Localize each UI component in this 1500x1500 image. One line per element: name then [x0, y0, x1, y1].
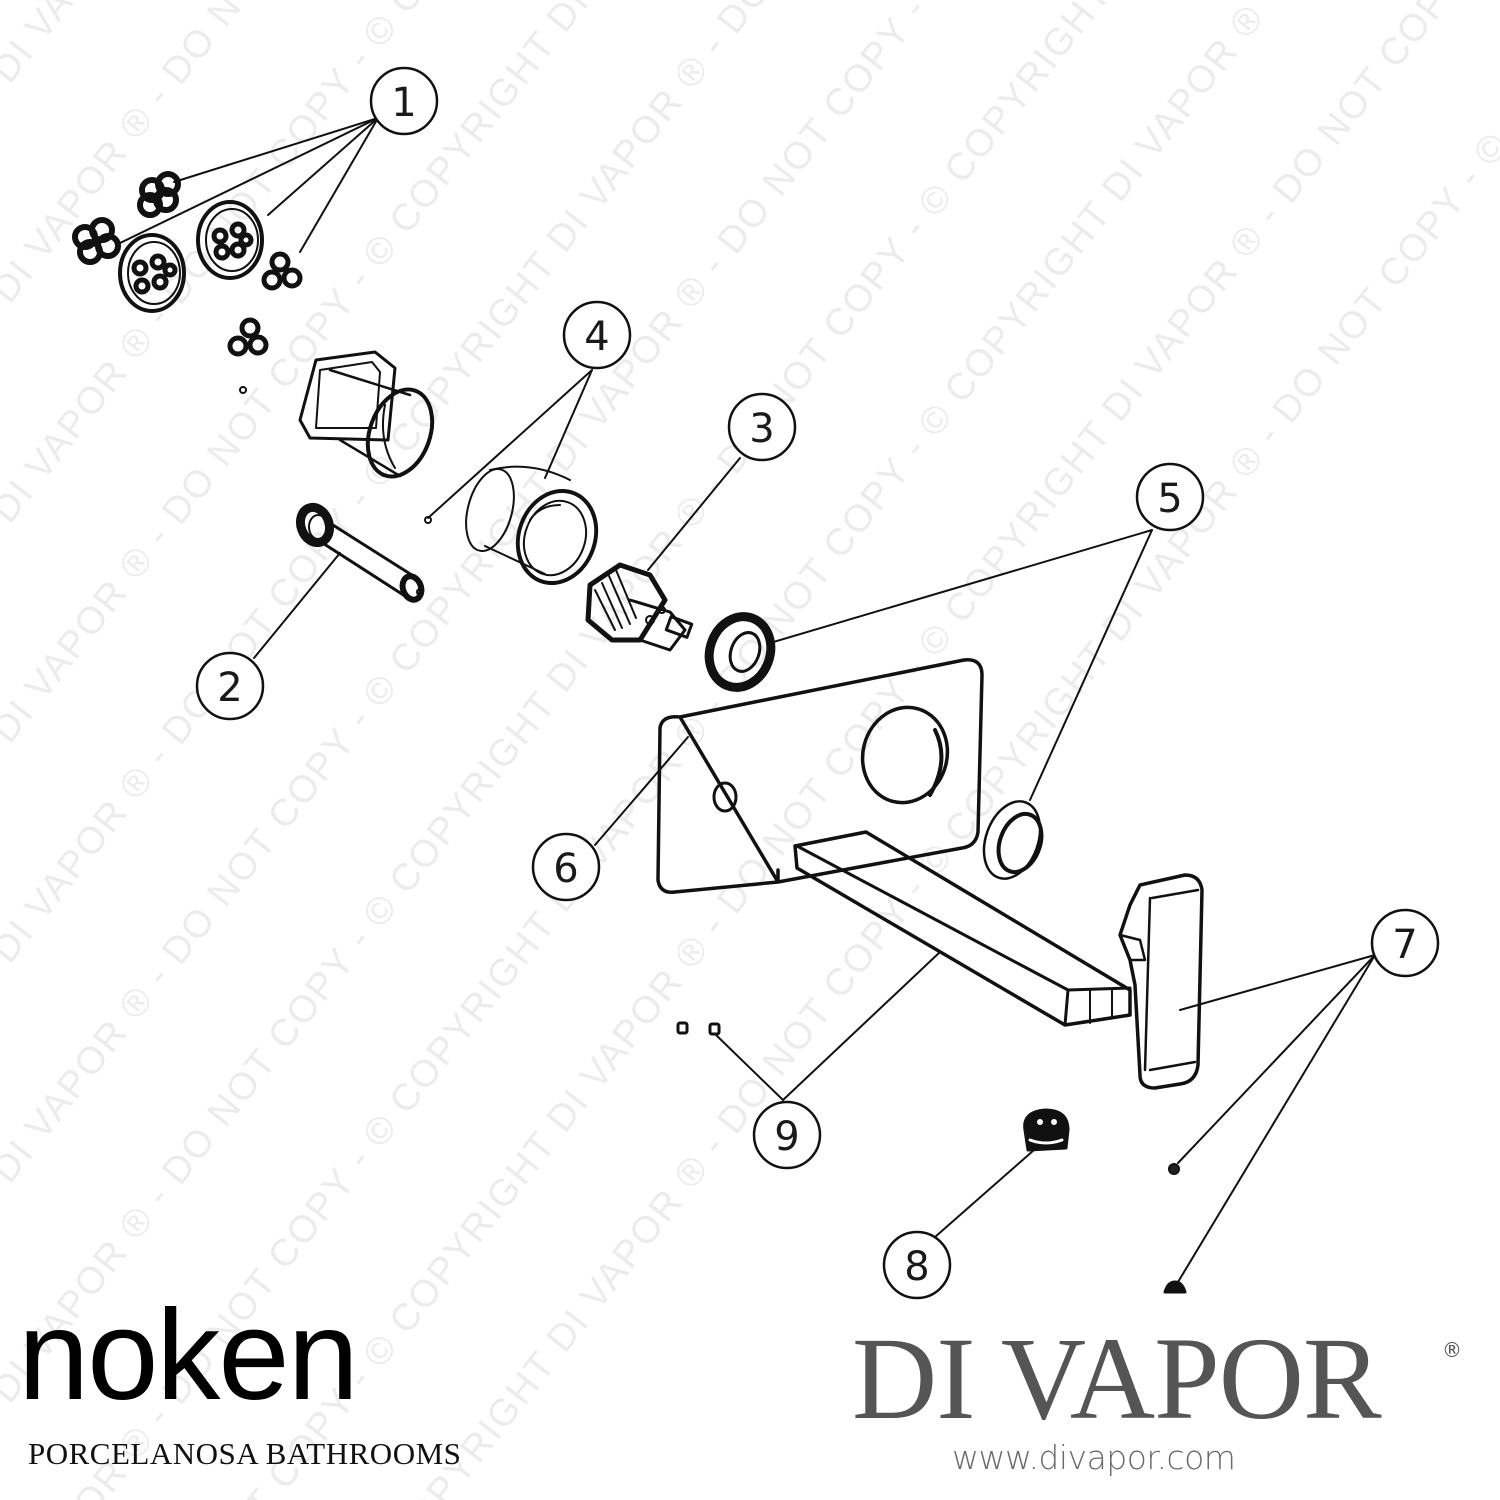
part-2-spindle-extension [295, 502, 425, 603]
callout-2-label: 2 [217, 665, 242, 711]
callout-7-circle [1370, 908, 1440, 978]
divapor-logo: DI VAPOR [852, 1313, 1382, 1444]
callout-9-circle [752, 1100, 822, 1170]
hex-cap-icon [1163, 1280, 1187, 1294]
leader-lines [117, 117, 1376, 1283]
clover-seal-icon [72, 217, 121, 265]
callout-9-label: 9 [774, 1114, 799, 1160]
triple-o-ring-icon [227, 317, 269, 357]
callout-2-circle [195, 651, 265, 721]
part-9-spout [793, 830, 1132, 1027]
part-3-cartridge [585, 562, 694, 652]
triple-o-ring-icon [261, 251, 303, 291]
grub-screw-icon [676, 1021, 689, 1035]
part-9-screws [676, 1021, 721, 1036]
part-7-screws [1163, 1163, 1187, 1294]
callout-6-circle [531, 832, 601, 902]
small-o-ring-icon [239, 386, 247, 394]
part-5-nut [704, 612, 776, 692]
callout-5-circle [1135, 462, 1205, 532]
handle-screw-icon [1168, 1163, 1180, 1175]
cartridge-disc-icon [196, 200, 264, 280]
callout-8-circle [882, 1230, 952, 1300]
callout-4-circle [562, 300, 632, 370]
part-8-aerator [1023, 1108, 1070, 1152]
cartridge-disc-icon [118, 233, 186, 313]
callout-6-label: 6 [553, 846, 578, 892]
noken-logo: noken [18, 1284, 359, 1427]
callout-4-label: 4 [584, 314, 609, 360]
clover-seal-icon [137, 171, 181, 218]
callout-circles [195, 66, 1440, 1300]
callout-3-label: 3 [749, 406, 774, 452]
part-4-sleeve [465, 465, 599, 586]
callout-5-label: 5 [1157, 476, 1182, 522]
grub-screw-icon [708, 1022, 721, 1036]
part-7-handle [1118, 873, 1204, 1090]
callout-7-label: 7 [1392, 922, 1417, 968]
registered-mark-icon: ® [1442, 1338, 1462, 1362]
callout-3-circle [727, 392, 797, 462]
callout-8-label: 8 [904, 1244, 929, 1290]
callout-1-circle [369, 66, 439, 136]
divapor-url-link[interactable]: www.divapor.com [952, 1438, 1236, 1477]
noken-tagline: PORCELANOSA BATHROOMS [28, 1436, 462, 1471]
part-5-ring [982, 800, 1044, 880]
part-6-wall-plate [656, 658, 984, 894]
part-1-seals-washers [72, 171, 303, 394]
callout-1-label: 1 [391, 80, 416, 126]
valve-body-housing [298, 350, 435, 479]
